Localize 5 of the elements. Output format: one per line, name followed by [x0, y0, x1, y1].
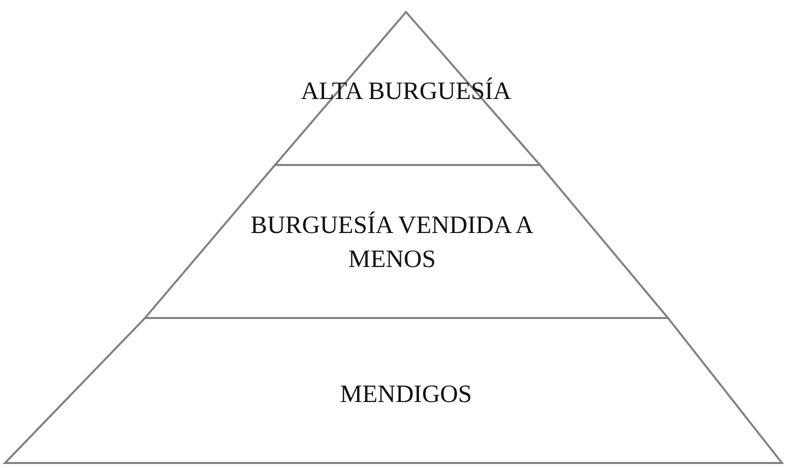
tier-label: BURGUESÍA VENDIDA A MENOS [250, 210, 534, 275]
tier-label: ALTA BURGUESÍA [300, 76, 512, 107]
pyramid-tier [145, 165, 668, 318]
tier-label: MENDIGOS [340, 380, 472, 410]
pyramid-tier [5, 318, 782, 463]
